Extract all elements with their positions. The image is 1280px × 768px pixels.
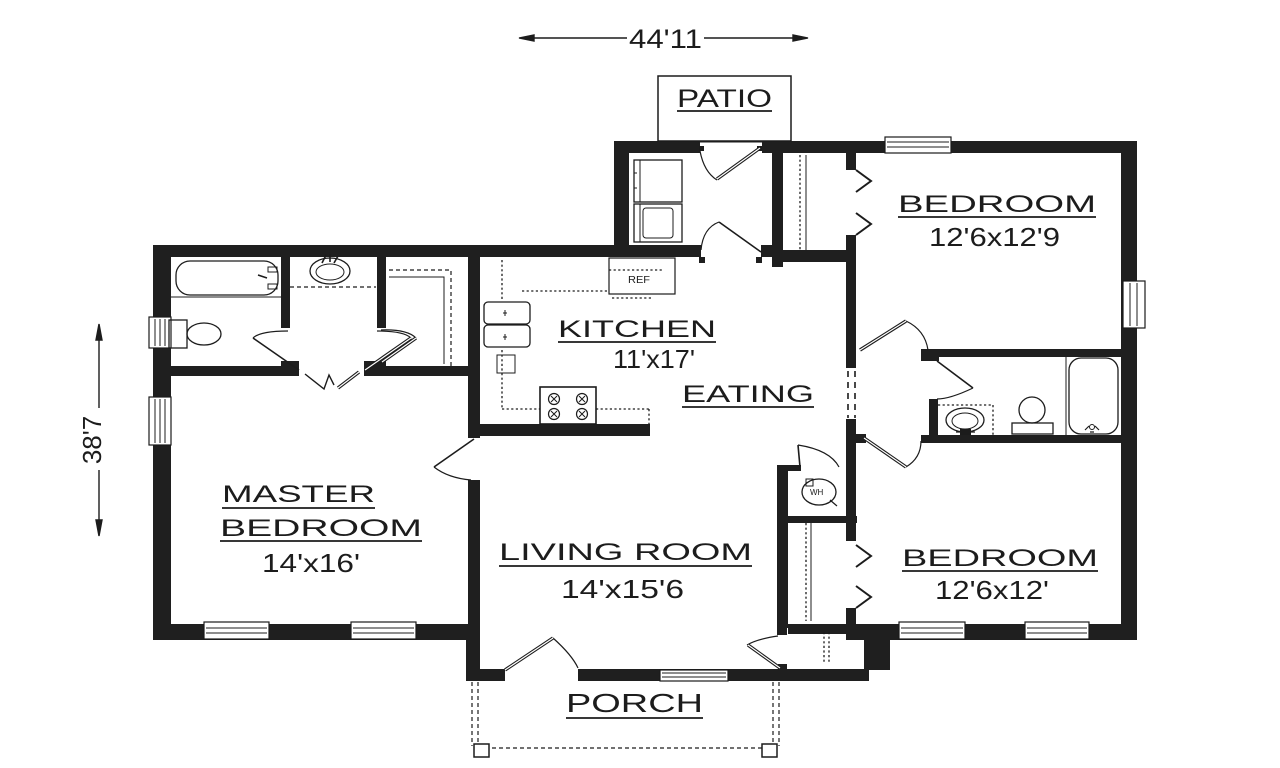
svg-text:12'6x12'9: 12'6x12'9: [929, 222, 1060, 252]
svg-text:44'11: 44'11: [629, 24, 702, 54]
svg-text:PORCH: PORCH: [566, 688, 703, 718]
svg-text:KITCHEN: KITCHEN: [558, 316, 716, 343]
svg-text:EATING: EATING: [682, 381, 814, 408]
svg-text:MASTER: MASTER: [222, 481, 375, 508]
svg-text:38'7: 38'7: [77, 416, 107, 464]
svg-text:14'x15'6: 14'x15'6: [561, 574, 684, 604]
svg-text:PATIO: PATIO: [677, 85, 772, 113]
svg-text:BEDROOM: BEDROOM: [898, 191, 1096, 218]
svg-text:BEDROOM: BEDROOM: [902, 545, 1098, 572]
svg-text:12'6x12': 12'6x12': [935, 575, 1049, 605]
svg-text:11'x17': 11'x17': [613, 344, 695, 374]
svg-text:REF: REF: [628, 275, 650, 286]
svg-text:14'x16': 14'x16': [262, 548, 360, 578]
svg-text:LIVING ROOM: LIVING ROOM: [499, 539, 752, 566]
svg-text:WH: WH: [810, 488, 824, 497]
svg-text:BEDROOM: BEDROOM: [220, 515, 422, 542]
